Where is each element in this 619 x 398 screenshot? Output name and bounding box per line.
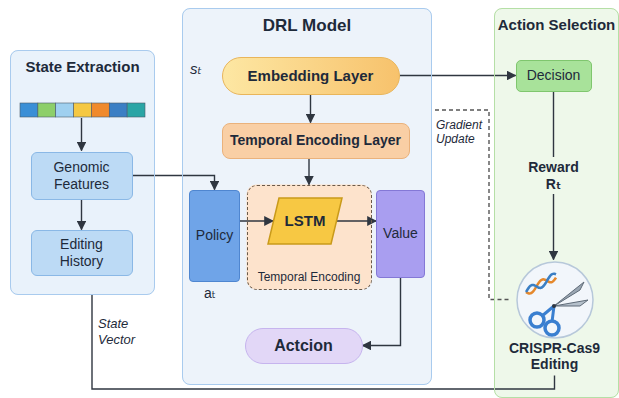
crispr-node: CRISPR-Cas9 Editing bbox=[509, 260, 601, 376]
connector-arrow bbox=[400, 75, 516, 76]
layer-box: Embedding Layer bbox=[222, 57, 400, 95]
node-label: Decision bbox=[527, 67, 581, 84]
node-label: LSTM bbox=[285, 212, 326, 230]
scissor-blade bbox=[554, 300, 588, 306]
variable-label: sₜ bbox=[190, 60, 210, 78]
region-label: Temporal Encoding bbox=[258, 270, 361, 284]
node-label: Genomic Features bbox=[37, 159, 127, 193]
dashed-region: LSTM Temporal Encoding bbox=[247, 185, 372, 290]
scissor-handle bbox=[545, 321, 559, 335]
panel-title: State Extraction bbox=[25, 58, 139, 76]
feature-strip-cell bbox=[109, 103, 127, 117]
connector-arrow bbox=[363, 278, 401, 346]
decision-box: Decision bbox=[516, 60, 592, 92]
policy-box: Policy bbox=[189, 190, 240, 282]
layer-box: Temporal Encoding Layer bbox=[222, 123, 410, 159]
panel: Action SelectionDecisionCRISPR-Cas9 Edit… bbox=[494, 8, 619, 398]
circle-outline bbox=[517, 262, 593, 338]
node-label: CRISPR-Cas9 Editing bbox=[509, 340, 601, 374]
feature-strip-cell bbox=[20, 103, 38, 117]
process-box: Genomic Features bbox=[31, 152, 133, 200]
connector-arrow bbox=[240, 220, 273, 221]
process-box: Editing History bbox=[31, 230, 133, 276]
panel-fill bbox=[494, 8, 619, 398]
panel-fill bbox=[247, 185, 372, 290]
connector-arrow bbox=[337, 220, 376, 221]
annotation-label: Gradient Update bbox=[436, 118, 488, 147]
connector-arrow bbox=[310, 95, 311, 123]
dna-strand bbox=[526, 273, 556, 291]
feedback-line bbox=[432, 110, 509, 300]
node-label: Policy bbox=[196, 227, 233, 244]
panel: DRL ModelEmbedding LayerTemporal Encodin… bbox=[182, 8, 432, 385]
scissor-handle bbox=[530, 313, 544, 327]
node-label: Embedding Layer bbox=[248, 67, 374, 85]
node-label: Editing History bbox=[37, 236, 127, 270]
node-label: Temporal Encoding Layer bbox=[230, 132, 401, 149]
annotation-label: State Vector bbox=[98, 316, 148, 347]
scissor-pivot bbox=[552, 304, 556, 308]
feature-strip-cell bbox=[38, 103, 56, 117]
feature-strip-cell bbox=[56, 103, 74, 117]
lstm-shape bbox=[268, 198, 342, 244]
leader-arrow bbox=[81, 118, 82, 151]
variable-label: aₜ bbox=[204, 285, 224, 302]
connector-arrow bbox=[133, 176, 215, 190]
connector-arrow bbox=[308, 159, 309, 185]
feature-strip-cell bbox=[91, 103, 109, 117]
edge-label: Reward Rₜ bbox=[524, 157, 584, 195]
connector-arrow bbox=[81, 200, 82, 230]
action-box: Actcion bbox=[245, 328, 363, 364]
panel-title: Action Selection bbox=[498, 16, 616, 34]
node-label: Value bbox=[383, 225, 418, 242]
panel-fill bbox=[182, 8, 432, 385]
connector-arrow bbox=[92, 295, 555, 389]
value-box: Value bbox=[376, 190, 425, 278]
feature-strip-cell bbox=[74, 103, 92, 117]
node-label: Actcion bbox=[274, 336, 333, 355]
panel: State ExtractionGenomic FeaturesEditing … bbox=[10, 50, 155, 295]
feature-strip-cell bbox=[127, 103, 145, 117]
crispr-illustration bbox=[510, 260, 600, 340]
lstm-cell: LSTM bbox=[267, 197, 343, 245]
panel-fill bbox=[10, 50, 155, 295]
panel-title: DRL Model bbox=[263, 16, 351, 36]
